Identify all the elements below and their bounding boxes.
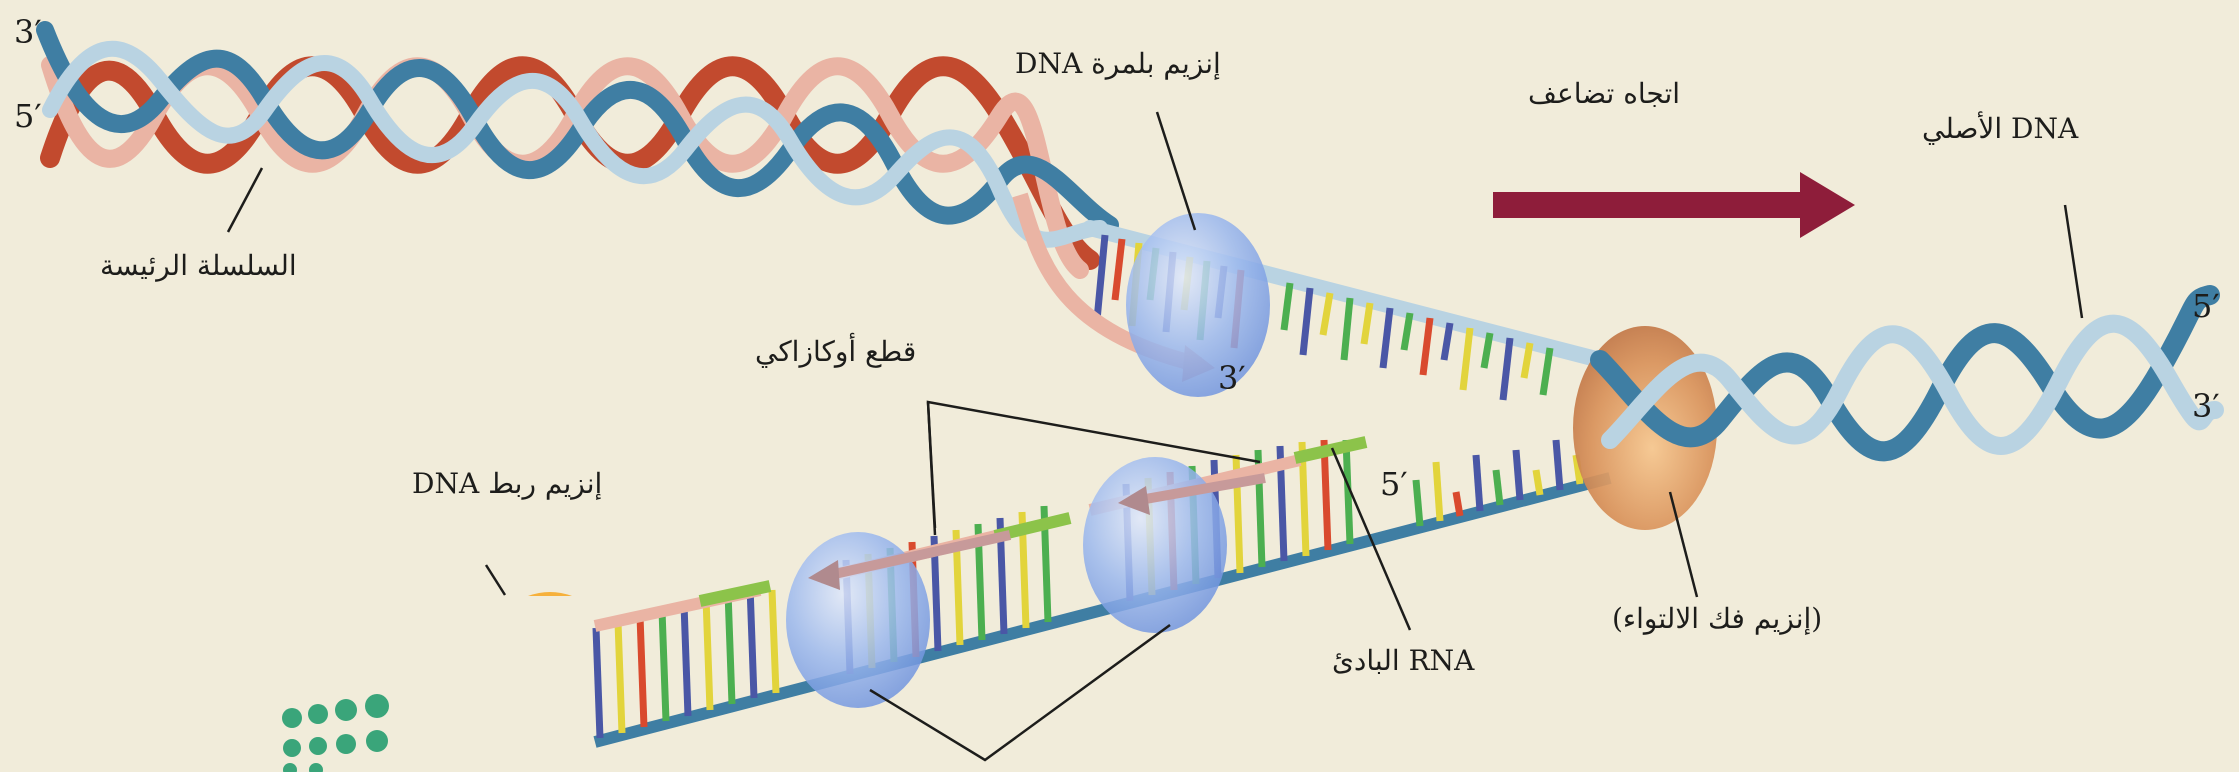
lagging-arrow-2: [1139, 473, 1266, 505]
leader-lines: [226, 111, 2084, 762]
helix-right-blue: [1590, 285, 2220, 462]
label-dna-ligase: إنزيم ربط DNA: [412, 467, 603, 500]
lagging-arrowhead-2: [1118, 486, 1150, 515]
lagging-arrow-1: [828, 530, 1012, 580]
replication-direction-arrow-shaft: [1493, 192, 1803, 218]
end-top-left-upper: 3′: [14, 13, 42, 51]
ligase-enzyme-partial: [528, 592, 572, 596]
leading-polymerase: [1126, 213, 1270, 397]
label-original-dna: DNA الأصلي: [1922, 112, 2079, 145]
leader-original-dna: [2063, 204, 2084, 319]
leader-helicase: [1668, 491, 1699, 598]
label-dna-polymerase: إنزيم بلمرة DNA: [1015, 47, 1221, 80]
publisher-logo-dots: [282, 694, 389, 772]
parental-helix-left: [36, 21, 1119, 279]
rna-primer-1: [698, 580, 772, 607]
label-rna-primer: RNA البادئ: [1332, 644, 1475, 677]
helix-strand-light-blue: [42, 40, 1108, 248]
leader-polymerase: [1155, 111, 1197, 231]
end-lagging-start: 5′: [1380, 465, 1408, 503]
lagging-polymerase-2: [1083, 457, 1227, 633]
end-top-left-lower: 5′: [14, 97, 42, 135]
leader-polymerases-bottom: [869, 623, 1171, 762]
lagging-arrowhead-1: [808, 560, 840, 590]
lagging-template-strand: [593, 472, 1612, 748]
end-right-lower: 3′: [2192, 387, 2220, 425]
label-leading-strand: السلسلة الرئيسة: [100, 249, 297, 282]
label-okazaki-fragments: قطع أوكازاكي: [755, 335, 917, 368]
parental-helix-right: [1590, 285, 2224, 462]
label-helicase: (إنزيم فك الالتواء): [1612, 602, 1823, 635]
end-right-upper: 5′: [2192, 287, 2220, 325]
leader-rna-primer: [1330, 447, 1412, 631]
replication-direction-arrowhead: [1800, 172, 1855, 238]
leader-ligase: [484, 564, 507, 596]
rna-primer-3: [1293, 436, 1368, 464]
leader-leading-strand: [226, 167, 264, 233]
label-replication-direction: اتجاه تضاعف: [1528, 77, 1681, 110]
helix-right-light-blue: [1601, 314, 2224, 455]
leader-okazaki-2: [926, 401, 937, 536]
end-leading-tip: 3′: [1218, 359, 1246, 397]
